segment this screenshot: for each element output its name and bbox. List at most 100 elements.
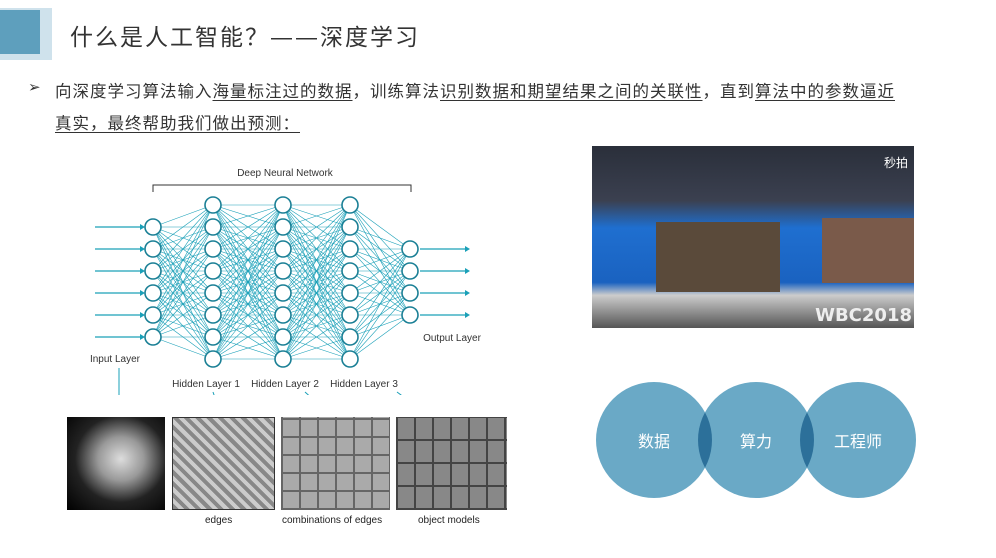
connection xyxy=(152,336,214,360)
neuron-node xyxy=(204,306,222,324)
face-image xyxy=(67,417,165,510)
input-arrow-head xyxy=(140,224,145,230)
connection xyxy=(349,314,411,360)
neuron-node xyxy=(204,350,222,368)
connection xyxy=(282,204,351,316)
venn-circle-engineers: 工程师 xyxy=(800,382,916,498)
venn-label: 算力 xyxy=(739,432,772,451)
network-connections xyxy=(95,204,470,360)
neuron-node xyxy=(144,328,162,346)
edge-combinations-caption: combinations of edges xyxy=(282,515,383,526)
neuron-node xyxy=(274,240,292,258)
neuron-node xyxy=(401,284,419,302)
connection xyxy=(282,204,351,272)
connection xyxy=(152,204,214,316)
neuron-node xyxy=(144,306,162,324)
neuron-node xyxy=(341,218,359,236)
neuron-node xyxy=(401,306,419,324)
output-arrow-head xyxy=(465,268,470,274)
bullet-line-2: 真实，最终帮助我们做出预测： xyxy=(55,114,300,133)
connection xyxy=(349,292,411,360)
neuron-node xyxy=(204,218,222,236)
neuron-node xyxy=(341,306,359,324)
output-arrow-head xyxy=(465,290,470,296)
connection xyxy=(282,248,351,360)
connection xyxy=(212,204,284,338)
input-arrow-head xyxy=(140,334,145,340)
connection xyxy=(152,204,214,294)
neuron-node xyxy=(401,240,419,258)
text-segment: ，直到 xyxy=(702,82,755,101)
connection xyxy=(212,226,284,360)
audience-screen xyxy=(822,218,914,283)
output-arrow-head xyxy=(465,246,470,252)
connection xyxy=(282,204,351,228)
neuron-node xyxy=(341,284,359,302)
bullet-line-1: 向深度学习算法输入海量标注过的数据，训练算法识别数据和期望结果之间的关联性，直到… xyxy=(55,78,895,102)
connection xyxy=(212,204,284,250)
text-segment: 向深度学习算法输入 xyxy=(55,82,213,101)
object-models-image xyxy=(396,417,507,510)
hidden-layer-2-label: Hidden Layer 2 xyxy=(251,379,319,390)
connection xyxy=(349,248,411,294)
input-arrow-head xyxy=(140,312,145,318)
network-nodes xyxy=(144,196,419,368)
connection xyxy=(282,226,351,360)
connection xyxy=(152,270,214,338)
pointer-line xyxy=(304,391,310,395)
output-layer-label: Output Layer xyxy=(423,333,481,344)
venn-label: 数据 xyxy=(637,432,670,451)
neuron-node xyxy=(274,306,292,324)
neural-network-diagram: Deep Neural Network Input Layer Hidden L… xyxy=(90,168,482,395)
neuron-node xyxy=(341,196,359,214)
connection xyxy=(282,204,351,338)
underlined-text: 识别数据和期望结果之间的关联性 xyxy=(440,82,703,101)
connection xyxy=(349,248,411,338)
connection xyxy=(212,336,284,360)
neuron-node xyxy=(204,240,222,258)
title-accent-block xyxy=(0,10,40,54)
neuron-node xyxy=(204,196,222,214)
neuron-node xyxy=(341,328,359,346)
connection xyxy=(282,204,351,294)
neuron-node xyxy=(274,328,292,346)
banner-text: WBC2018 xyxy=(815,305,912,326)
pointer-line xyxy=(212,391,215,395)
watermark: 秒拍 xyxy=(883,156,908,170)
neuron-node xyxy=(341,240,359,258)
neuron-node xyxy=(144,284,162,302)
neuron-node xyxy=(144,240,162,258)
neuron-node xyxy=(274,284,292,302)
slide-title: 什么是人工智能？——深度学习 xyxy=(70,25,420,51)
neuron-node xyxy=(204,284,222,302)
connection xyxy=(212,204,284,272)
arrow-bullet-icon: ➢ xyxy=(28,78,41,96)
video-screen xyxy=(656,222,780,292)
input-arrow-head xyxy=(140,268,145,274)
venn-label: 工程师 xyxy=(833,432,882,451)
connection xyxy=(349,248,411,360)
pointer-line xyxy=(396,391,402,395)
neuron-node xyxy=(341,262,359,280)
connection xyxy=(212,204,284,228)
connection xyxy=(152,204,214,338)
neuron-node xyxy=(274,196,292,214)
neuron-node xyxy=(274,350,292,368)
neuron-node xyxy=(274,218,292,236)
connection xyxy=(212,314,284,360)
connection xyxy=(152,292,214,338)
neuron-node xyxy=(144,262,162,280)
connection xyxy=(212,204,284,294)
neuron-node xyxy=(274,262,292,280)
conference-photo: 秒拍 WBC2018 xyxy=(592,146,914,328)
connection xyxy=(152,204,214,250)
edge-combinations-image xyxy=(281,417,390,510)
output-arrow-head xyxy=(465,312,470,318)
input-arrow-head xyxy=(140,246,145,252)
connection xyxy=(212,292,284,360)
input-layer-label: Input Layer xyxy=(90,354,141,365)
connection xyxy=(282,204,351,250)
connection xyxy=(152,204,214,228)
connection xyxy=(152,226,214,338)
